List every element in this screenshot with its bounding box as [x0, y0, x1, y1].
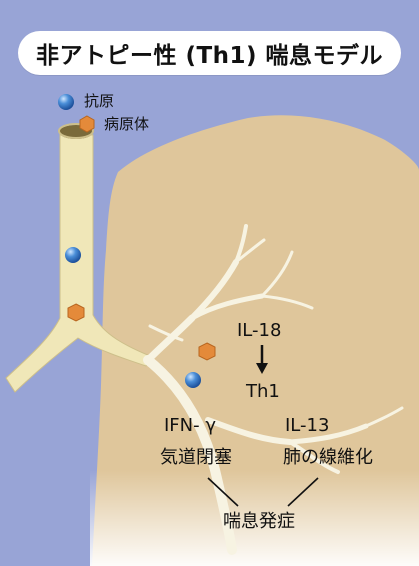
label-il13: IL-13 — [285, 417, 329, 435]
pathogen-icon — [80, 116, 94, 132]
antigen-particle-lung — [185, 372, 201, 388]
antigen-icon — [58, 94, 74, 110]
page-title: 非アトピー性 (Th1) 喘息モデル — [18, 31, 401, 75]
antigen-particle-trachea — [65, 247, 81, 263]
pathogen-particle-trachea — [68, 304, 84, 321]
label-airway-obstruction: 気道閉塞 — [160, 449, 232, 467]
pathogen-particle-lung — [199, 343, 215, 360]
legend-antigen-label: 抗原 — [84, 94, 114, 109]
label-th1: Th1 — [246, 383, 280, 401]
legend-pathogen-label: 病原体 — [104, 117, 149, 132]
label-asthma-onset: 喘息発症 — [223, 513, 295, 531]
label-ifn-gamma: IFN- γ — [164, 417, 216, 435]
label-lung-fibrosis: 肺の線維化 — [283, 449, 373, 467]
label-il18: IL-18 — [237, 322, 281, 340]
